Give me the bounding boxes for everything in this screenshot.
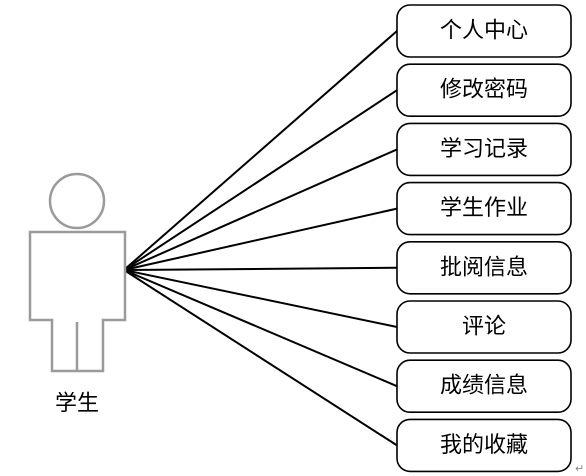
actor-student: 学生 <box>28 172 127 417</box>
use-case-frame <box>396 300 572 354</box>
use-case-box: 评论 <box>396 300 572 354</box>
association-line <box>123 269 398 447</box>
use-case-frame <box>396 63 572 117</box>
use-case-box: 成绩信息 <box>396 359 572 414</box>
use-case-label: 批阅信息 <box>440 255 528 280</box>
use-case-label: 个人中心 <box>440 19 528 44</box>
use-case-box: 学生作业 <box>396 181 572 236</box>
person-icon <box>28 172 127 373</box>
association-line <box>123 89 398 271</box>
use-case-frame <box>396 4 572 58</box>
use-case-label: 成绩信息 <box>440 374 528 399</box>
use-case-box: 修改密码 <box>396 63 572 117</box>
association-line <box>123 269 398 328</box>
association-line <box>123 148 398 271</box>
use-case-frame <box>396 418 572 473</box>
association-line <box>123 30 398 271</box>
use-case-box: 学习记录 <box>396 122 572 177</box>
association-line <box>123 269 398 388</box>
association-line <box>123 207 398 271</box>
actor-label: 学生 <box>55 392 99 417</box>
use-case-frame <box>396 181 572 236</box>
association-line <box>123 266 398 271</box>
use-case-label: 学习记录 <box>440 137 528 162</box>
use-case-frame <box>396 122 572 177</box>
return-mark-icon: ↵ <box>575 462 584 475</box>
use-case-label: 我的收藏 <box>440 433 528 458</box>
use-case-label: 修改密码 <box>440 78 528 103</box>
use-case-frame <box>396 241 572 295</box>
use-case-box: 批阅信息 <box>396 241 572 295</box>
use-case-box: 我的收藏 <box>396 418 572 473</box>
use-case-frame <box>396 359 572 414</box>
use-case-label: 评论 <box>462 315 506 340</box>
use-case-label: 学生作业 <box>440 196 528 221</box>
association-lines <box>123 30 398 447</box>
use-case-box: 个人中心 <box>396 4 572 58</box>
